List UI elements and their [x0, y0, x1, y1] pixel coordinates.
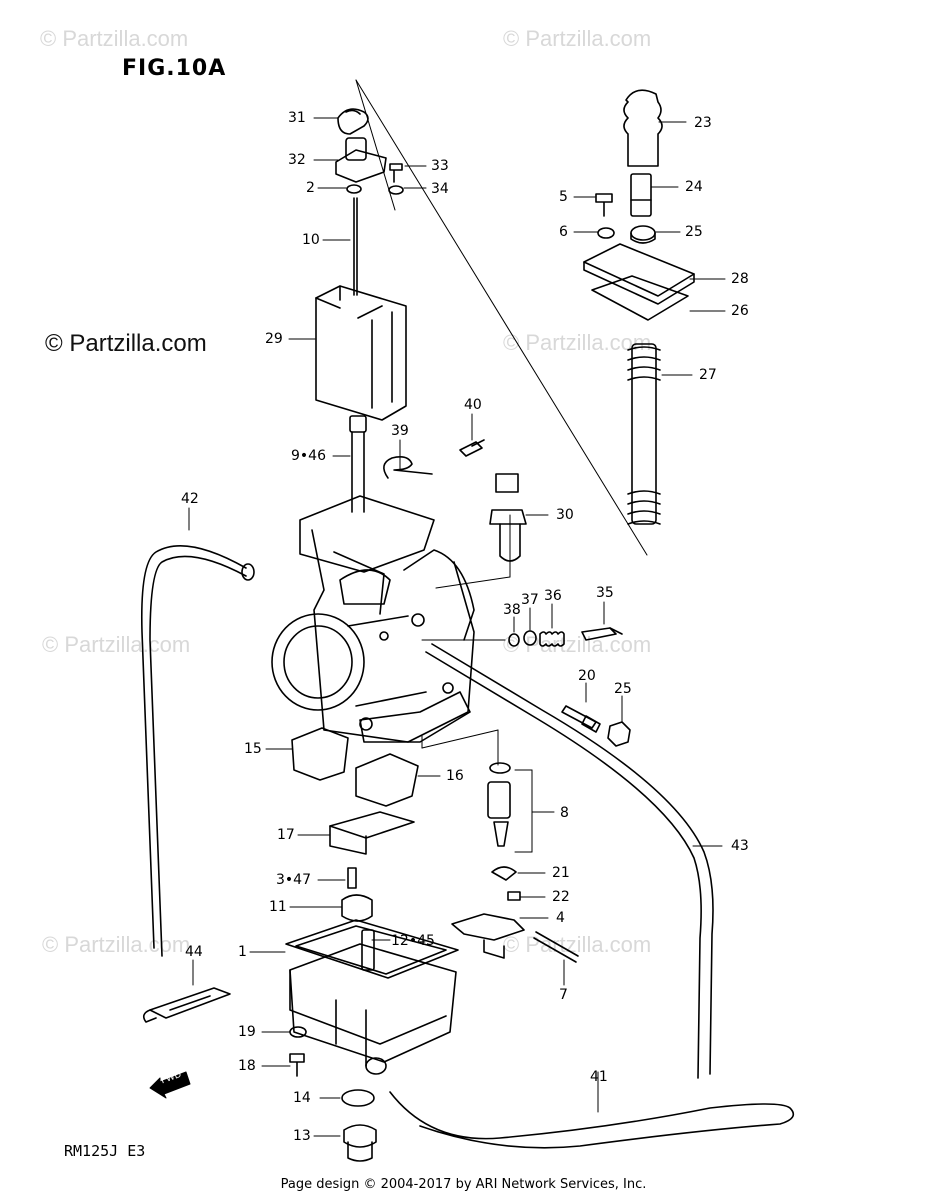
- watermark: © Partzilla.com: [503, 26, 652, 51]
- callout-31: 31: [288, 110, 306, 126]
- callout-44: 44: [185, 944, 203, 960]
- callout-24: 24: [685, 179, 703, 195]
- callout-38: 38: [503, 602, 521, 618]
- model-code: RM125J E3: [64, 1142, 146, 1160]
- callout-9-46: 9•46: [291, 448, 326, 464]
- callout-18: 18: [238, 1058, 256, 1074]
- callout-25: 25: [685, 224, 703, 240]
- callout-27: 27: [699, 367, 717, 383]
- callout-23: 23: [694, 115, 712, 131]
- callout-36: 36: [544, 588, 562, 604]
- watermark: © Partzilla.com: [40, 26, 189, 51]
- callout-30: 30: [556, 507, 574, 523]
- watermark: © Partzilla.com: [42, 932, 191, 957]
- leader-lines: [188, 79, 726, 1137]
- callout-3-47: 3•47: [276, 872, 311, 888]
- watermark-main: © Partzilla.com: [45, 330, 207, 357]
- callout-15: 15: [244, 741, 262, 757]
- callout-29: 29: [265, 331, 283, 347]
- figure-title: FIG.10A: [122, 56, 227, 81]
- callout-34: 34: [431, 181, 449, 197]
- callout-4: 4: [556, 910, 565, 926]
- callout-6: 6: [559, 224, 568, 240]
- callout-11: 11: [269, 899, 287, 915]
- watermark: © Partzilla.com: [503, 932, 652, 957]
- watermark: © Partzilla.com: [42, 632, 191, 657]
- callout-8: 8: [560, 805, 569, 821]
- callout-17: 17: [277, 827, 295, 843]
- callout-33: 33: [431, 158, 449, 174]
- callout-40: 40: [464, 397, 482, 413]
- callout-28: 28: [731, 271, 749, 287]
- callout-2: 2: [306, 180, 315, 196]
- callout-37: 37: [521, 592, 539, 608]
- callout-1: 1: [238, 944, 247, 960]
- callout-22: 22: [552, 889, 570, 905]
- callout-41: 41: [590, 1069, 608, 1085]
- watermark: © Partzilla.com: [503, 330, 652, 355]
- callout-14: 14: [293, 1090, 311, 1106]
- callout-25-b: 25: [614, 681, 632, 697]
- callout-7: 7: [559, 987, 568, 1003]
- callout-16: 16: [446, 768, 464, 784]
- callout-39: 39: [391, 423, 409, 439]
- callout-10: 10: [302, 232, 320, 248]
- callout-5: 5: [559, 189, 568, 205]
- callout-20: 20: [578, 668, 596, 684]
- callout-19: 19: [238, 1024, 256, 1040]
- callout-35: 35: [596, 585, 614, 601]
- callout-43: 43: [731, 838, 749, 854]
- callout-21: 21: [552, 865, 570, 881]
- callout-42: 42: [181, 491, 199, 507]
- callout-12-45: 12•45: [391, 933, 435, 949]
- callout-13: 13: [293, 1128, 311, 1144]
- callout-26: 26: [731, 303, 749, 319]
- callout-32: 32: [288, 152, 306, 168]
- page-footer: Page design © 2004-2017 by ARI Network S…: [280, 1177, 647, 1192]
